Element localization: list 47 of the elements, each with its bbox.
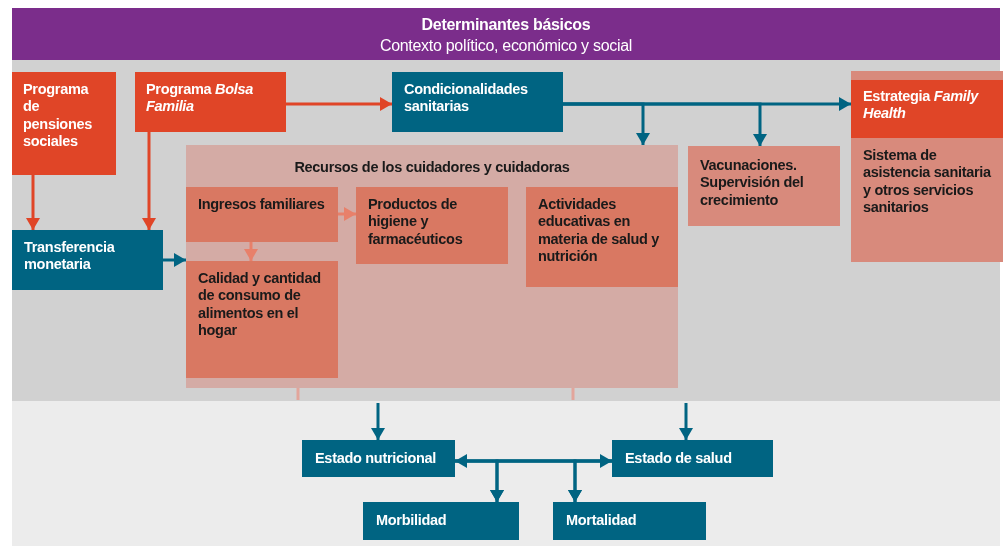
header-band [12,8,1000,60]
strategy-card [851,71,1003,262]
box-label: Ingresos familiares [198,196,326,214]
arrow [568,459,612,502]
resource-box [526,187,678,287]
card-text: Sistema de asistencia sanitaria y otros servicios sanitarios [862,146,992,218]
connector-line [571,388,575,400]
box-label: Vacunaciones. Supervisión del crecimiento [700,157,805,210]
process-box [12,230,163,290]
arrow [244,242,258,261]
band-subheading: Contexto político, económico y social [378,36,634,56]
outcome-box [302,440,455,477]
panel-title: Recursos de los cuidadores y cuidadoras [293,159,571,177]
band-heading: Determinantes básicos [420,15,592,35]
resources-panel [186,145,678,388]
box-label: Morbilidad [376,512,448,530]
box-label: Estado de salud [625,450,733,468]
resource-box [186,187,338,242]
box-label: Condicionalidades sanitarias [404,81,529,116]
box-label: Estado nutricional [315,450,438,468]
process-box [392,72,563,132]
box-label: Mortalidad [566,512,638,530]
arrow [142,132,156,230]
box-label: Programa de pensiones sociales [23,81,93,151]
program-box [135,72,286,132]
box-label: Calidad y cantidad de consumo de alimentos en el hogar [198,270,322,340]
arrow [455,454,612,468]
connector-line [296,388,300,400]
arrow [338,207,356,221]
box-label: Actividades educativas en materia de salud y nutrición [538,196,661,266]
outcome-box [612,440,773,477]
arrow [163,253,186,267]
card-heading: Estrategia Family Health [851,80,1003,138]
box-label: Productos de higiene y farmacéuticos [368,196,464,249]
program-box [12,72,116,175]
resource-box [186,261,338,378]
outcome-box [553,502,706,540]
arrow [679,403,693,440]
arrow [26,175,40,230]
arrow [286,97,392,111]
box-label: Programa Bolsa Familia [146,81,255,116]
resource-box [356,187,508,264]
arrow [371,403,385,440]
service-box [688,146,840,226]
outcome-box [363,502,519,540]
arrow [563,97,851,111]
box-label: Transferencia monetaria [24,239,116,274]
